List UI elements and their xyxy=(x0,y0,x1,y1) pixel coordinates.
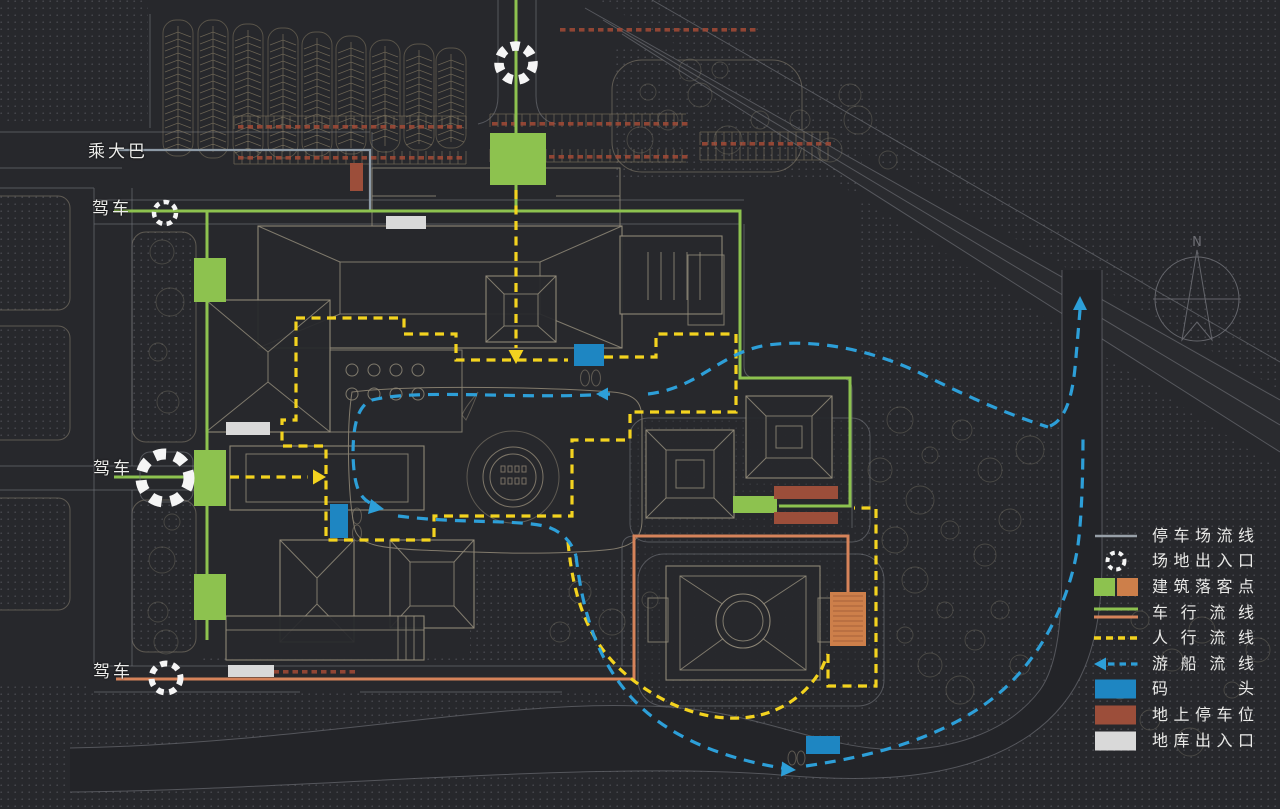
surface-parking-rects xyxy=(350,163,838,524)
legend-label-garage-entrance: 地库出入口 xyxy=(1152,730,1254,750)
dropoff-points-green xyxy=(194,133,777,620)
legend-label-vehicle-flow: 车行流线 xyxy=(1152,602,1254,622)
docks xyxy=(330,344,840,754)
dropoff-point-orange xyxy=(830,592,866,646)
legend-label-dock: 码头 xyxy=(1152,679,1254,699)
legend-label-site-entrance: 场地出入口 xyxy=(1152,551,1254,571)
legend-item-garage-entrance: 地库出入口 xyxy=(1093,728,1279,754)
garage-entrances xyxy=(226,216,426,677)
highway xyxy=(584,0,1280,453)
parking-flow-line xyxy=(116,148,372,211)
legend-label-pedestrian-flow: 人行流线 xyxy=(1152,628,1254,648)
legend-item-surface-parking: 地上停车位 xyxy=(1093,702,1279,728)
label-bus-access: 乘大巴 xyxy=(88,142,148,162)
north-arrow xyxy=(1181,249,1213,342)
legend-label-parking-flow: 停车场流线 xyxy=(1152,525,1254,545)
legend-label-surface-parking: 地上停车位 xyxy=(1152,704,1254,724)
entrance-circles xyxy=(135,41,538,696)
entrance-circle-mid-left xyxy=(135,448,195,508)
legend-swatch-dropoff-point xyxy=(1093,575,1139,599)
canal xyxy=(69,270,1103,793)
pedestrian-flow xyxy=(230,190,878,720)
entrance-circle-top xyxy=(494,41,538,85)
compass: N xyxy=(1153,235,1241,342)
compass-north-label: N xyxy=(1192,235,1202,250)
boat-flow xyxy=(351,309,1085,770)
legend-swatch-pedestrian-flow xyxy=(1093,626,1139,650)
legend-swatch-garage-entrance xyxy=(1093,729,1139,753)
legend-item-pedestrian-flow: 人行流线 xyxy=(1093,625,1279,651)
legend-swatch-surface-parking xyxy=(1093,703,1139,727)
entrance-circle-upper-left xyxy=(151,199,179,227)
vehicle-flow-orange xyxy=(116,534,850,681)
legend-swatch-boat-flow xyxy=(1093,652,1139,676)
label-drive-top: 驾车 xyxy=(92,199,132,219)
legend-label-boat-flow: 游船流线 xyxy=(1152,653,1254,673)
trees xyxy=(147,58,1271,757)
legend-item-dock: 码头 xyxy=(1093,677,1279,703)
label-drive-bottom: 驾车 xyxy=(93,662,133,682)
legend-item-parking-flow: 停车场流线 xyxy=(1093,523,1279,549)
legend-swatch-vehicle-flow xyxy=(1093,601,1139,625)
boat-flow-arrows xyxy=(368,296,1087,777)
legend-item-dropoff-point: 建筑落客点 xyxy=(1093,574,1279,600)
legend-swatch-parking-flow xyxy=(1093,524,1139,548)
legend-swatch-dock xyxy=(1093,677,1139,701)
legend: 停车场流线场地出入口建筑落客点车行流线人行流线游船流线码头地上停车位地库出入口 xyxy=(1093,523,1279,753)
pedestrian-flow-arrows xyxy=(313,350,524,485)
entrance-circle-bottom-left xyxy=(148,660,184,696)
legend-label-dropoff-point: 建筑落客点 xyxy=(1152,576,1254,596)
legend-item-site-entrance: 场地出入口 xyxy=(1093,549,1279,575)
legend-item-vehicle-flow: 车行流线 xyxy=(1093,600,1279,626)
boat-shape xyxy=(461,391,479,421)
label-drive-mid: 驾车 xyxy=(93,459,133,479)
legend-item-boat-flow: 游船流线 xyxy=(1093,651,1279,677)
legend-swatch-site-entrance xyxy=(1093,549,1139,573)
